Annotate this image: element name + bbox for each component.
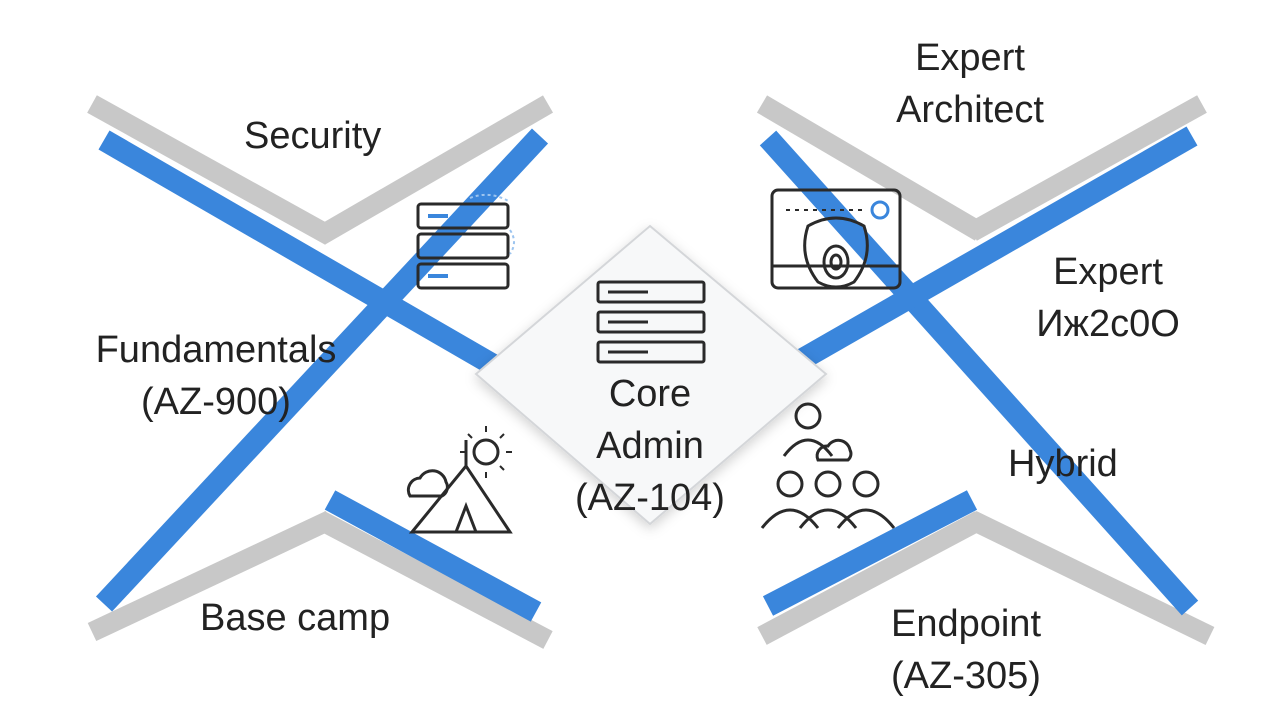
expert-az-label: Expert Иж2с0О xyxy=(1016,246,1200,350)
server-rack-icon xyxy=(416,193,515,290)
expert-architect-label: Expert Architect xyxy=(860,32,1080,136)
monitor-target-icon xyxy=(770,188,902,290)
security-label: Security xyxy=(244,115,382,157)
expert-az-label-line1: Expert xyxy=(1053,251,1163,293)
fundamentals-label: Fundamentals (AZ-900) xyxy=(66,324,366,428)
endpoint-label: Endpoint (AZ-305) xyxy=(856,598,1076,702)
right-cross-beams xyxy=(759,126,1199,616)
center-label-line2: Admin xyxy=(596,425,704,467)
center-label-line3: (AZ-104) xyxy=(575,477,725,519)
hybrid-label: Hybrid xyxy=(1008,443,1118,485)
base-camp-label: Base camp xyxy=(200,597,391,639)
left-cross-beams xyxy=(95,128,549,622)
fundamentals-label-line1: Fundamentals xyxy=(95,329,337,371)
endpoint-label-line2: (AZ-305) xyxy=(891,655,1041,697)
center-label: Core Admin (AZ-104) xyxy=(540,368,760,524)
expert-architect-label-line1: Expert xyxy=(915,37,1025,79)
expert-az-label-line2: Иж2с0О xyxy=(1036,303,1180,345)
fundamentals-label-line2: (AZ-900) xyxy=(141,381,291,423)
people-group-icon xyxy=(760,402,896,529)
center-label-line1: Core xyxy=(608,373,692,415)
camp-tent-icon xyxy=(406,426,513,534)
core-diamond xyxy=(474,224,828,526)
server-stack-icon xyxy=(596,280,706,364)
left-cross-rails xyxy=(87,95,554,649)
right-cross-rails xyxy=(756,95,1215,645)
endpoint-label-line1: Endpoint xyxy=(890,603,1041,645)
expert-architect-label-line2: Architect xyxy=(896,89,1044,131)
